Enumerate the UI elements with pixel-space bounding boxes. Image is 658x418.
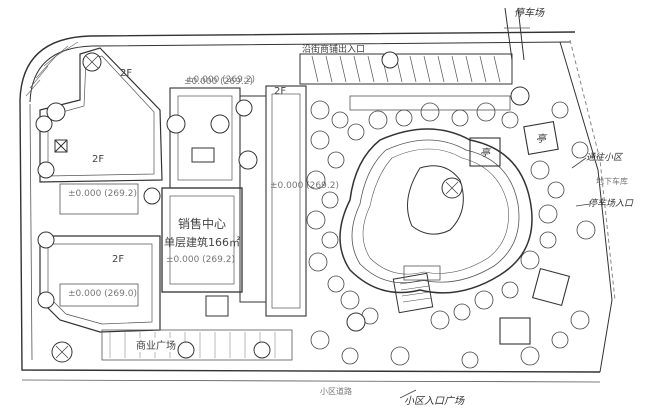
building-2f-left: 2F ±0.000 (269.2) — [59, 154, 139, 215]
building-elevation-label: ±0.000 (269.0) — [68, 289, 137, 299]
sales-center-area: 单层建筑166㎡ — [164, 235, 240, 249]
entrance-plaza-label: 小区入口广场 — [404, 395, 465, 407]
building-block-upper-left — [39, 47, 163, 183]
north-entrance-label: 沿街商铺出入口 — [302, 43, 365, 55]
parking-strip — [299, 53, 513, 111]
garage-label: 地下车库 — [596, 176, 628, 186]
building-block-center: ±0.000 (269.2) 2F ±0.000 (269.2) — [169, 77, 339, 317]
sales-center: 销售中心 单层建筑166㎡ ±0.000 (269.2) — [161, 187, 243, 317]
building-2f-upper: 2F ±0.000 (269.2) — [120, 68, 255, 85]
building-floors-label: 2F — [92, 154, 104, 165]
building-elevation-label: ±0.000 (269.2) — [186, 75, 255, 85]
trees — [35, 51, 530, 363]
building-floors-label: 2F — [120, 68, 132, 79]
leader-lines — [399, 157, 591, 399]
pavilion-label: 亭 — [536, 133, 548, 145]
parking-label: 停车场 — [514, 7, 545, 19]
right-note-label: 通往小区 — [586, 152, 624, 163]
svg-text:±0.000 (269.2): ±0.000 (269.2) — [184, 77, 253, 87]
building-elevation-label: ±0.000 (269.2) — [270, 181, 339, 191]
pavilion-label: 亭 — [480, 147, 492, 159]
road-label: 小区道路 — [320, 386, 352, 396]
sales-center-elevation: ±0.000 (269.2) — [166, 255, 235, 265]
annotations: 沿街商铺出入口 停车场 通往小区 地下车库 停车场入口 小区入口广场 小区道路 — [302, 7, 634, 407]
garden-zone: 亭 亭 — [306, 100, 596, 369]
site-boundary — [19, 7, 616, 383]
building-floors-label: 2F — [274, 86, 286, 97]
garage-entrance-label: 停车场入口 — [588, 198, 634, 209]
building-elevation-label: ±0.000 (269.2) — [68, 189, 137, 199]
sales-center-title: 销售中心 — [178, 216, 226, 231]
building-floors-label: 2F — [112, 254, 124, 265]
commercial-plaza-label: 商业广场 — [136, 339, 176, 352]
